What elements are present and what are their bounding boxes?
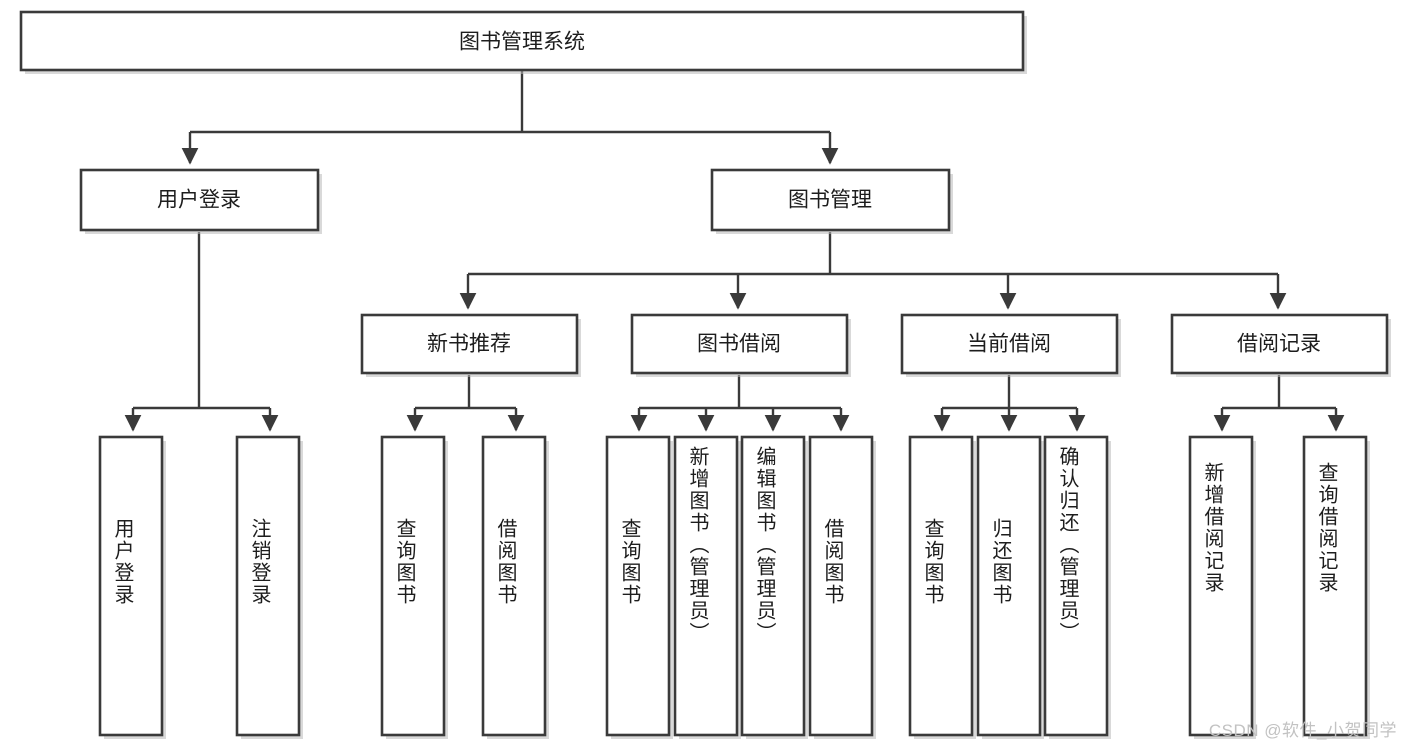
node-book-borrow[interactable]: 图书借阅 [630,313,851,377]
leaf-node-book-borrow-2[interactable] [673,435,741,739]
leaf-node-current-borrow-2[interactable] [976,435,1044,739]
node-root-label: 图书管理系统 [459,31,585,54]
leaf-node-new-book-1[interactable] [380,435,448,739]
leaf-node-current-borrow-3[interactable] [1043,435,1111,739]
node-new-book-recommend[interactable]: 新书推荐 [360,313,581,377]
leaf-node-borrow-record-2[interactable] [1302,435,1370,739]
connector-group-current-borrow-leaves [933,375,1086,432]
leaf-node-current-borrow-1[interactable] [908,435,976,739]
node-current-borrow-label: 当前借阅 [967,333,1051,356]
leaf-node-book-borrow-4[interactable] [808,435,876,739]
leaf-node-book-borrow-3[interactable] [740,435,808,739]
connector-group-new-book-leaves [406,375,525,432]
connector-group-borrow-record-leaves [1213,375,1345,432]
node-book-borrow-label: 图书借阅 [697,333,781,356]
node-book-management-label: 图书管理 [788,189,872,212]
leaf-node-new-book-2[interactable] [481,435,549,739]
leaf-node-book-borrow-1[interactable] [605,435,673,739]
node-user-login[interactable]: 用户登录 [79,168,322,234]
connector-group-root [181,70,839,165]
connector-group-book-borrow-leaves [630,375,850,432]
watermark-text: CSDN @软件_小贺同学 [1208,721,1397,740]
node-borrow-record[interactable]: 借阅记录 [1170,313,1391,377]
node-book-management[interactable]: 图书管理 [710,168,953,234]
node-new-book-recommend-label: 新书推荐 [427,333,511,356]
leaf-node-borrow-record-1[interactable] [1188,435,1256,739]
node-borrow-record-label: 借阅记录 [1237,333,1321,356]
leaf-node-user-login-1[interactable] [98,435,166,739]
connector-group-book-mgmt [459,232,1287,310]
node-root[interactable]: 图书管理系统 [19,10,1027,74]
node-current-borrow[interactable]: 当前借阅 [900,313,1121,377]
node-user-login-label: 用户登录 [157,189,241,212]
leaf-node-user-login-2[interactable] [235,435,303,739]
connector-group-user-login-leaves [124,232,279,432]
